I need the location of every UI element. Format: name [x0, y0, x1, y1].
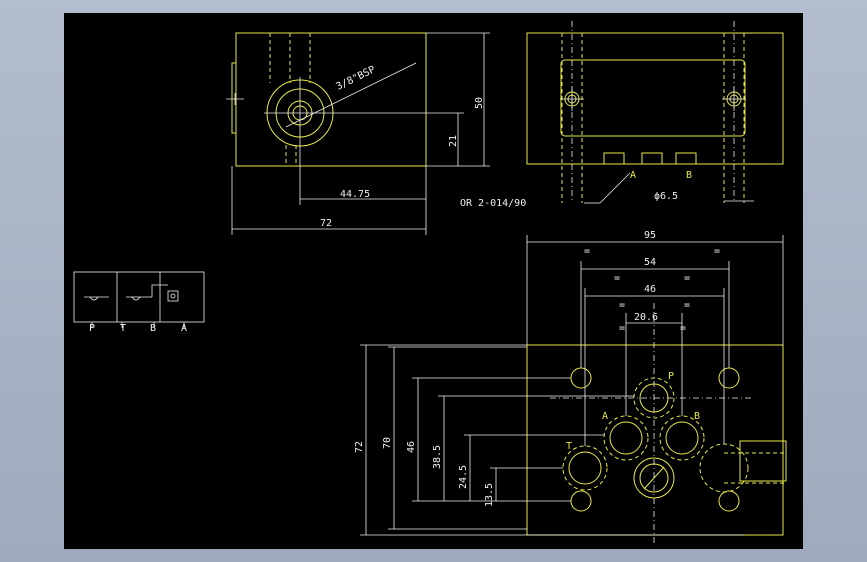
- dim-44-75: 44.75: [340, 189, 370, 200]
- vertical-dimensions: 72 70 46 38.5 24.5 13.5: [354, 344, 744, 536]
- port-b: B: [694, 411, 700, 422]
- cad-drawing: 3/8"BSP 50 21 44.75 72 OR 2-014/90: [73, 21, 787, 543]
- eq-206-right: =: [680, 323, 686, 334]
- dim-46-vertical: 46: [406, 441, 417, 453]
- eq-54-right: =: [684, 273, 690, 284]
- horizontal-dimensions: 95 = = 54 = = 46 = = 20.6 = =: [526, 230, 784, 446]
- side-port-b: B: [686, 170, 692, 181]
- phi-label: ϕ6.5: [654, 191, 678, 202]
- sym-p: P: [89, 323, 95, 334]
- sym-a: A: [181, 323, 187, 334]
- side-view: A B ϕ6.5: [526, 21, 784, 204]
- port-t: T: [566, 441, 572, 452]
- dim-38-5: 38.5: [432, 445, 443, 469]
- dim-72-bottom: 72: [354, 441, 365, 453]
- side-port-a: A: [630, 170, 636, 181]
- hydraulic-symbol: P T B A: [73, 271, 205, 334]
- dim-20-6: 20.6: [634, 312, 658, 323]
- eq-46-left: =: [619, 300, 625, 311]
- dim-21: 21: [448, 135, 459, 147]
- sym-t: T: [120, 323, 126, 334]
- eq-206-left: =: [619, 323, 625, 334]
- eq-46-right: =: [684, 300, 690, 311]
- dim-72-front: 72: [320, 218, 332, 229]
- eq-54-left: =: [614, 273, 620, 284]
- thread-label: 3/8"BSP: [334, 64, 377, 92]
- port-a: A: [602, 411, 608, 422]
- sym-b: B: [150, 323, 156, 334]
- oring-label: OR 2-014/90: [460, 198, 526, 209]
- dim-46-horizontal: 46: [644, 284, 656, 295]
- front-view: 3/8"BSP 50 21 44.75 72: [226, 32, 490, 235]
- dim-13-5: 13.5: [484, 483, 495, 507]
- eq-95-right: =: [714, 246, 720, 257]
- dim-54: 54: [644, 257, 656, 268]
- dim-24-5: 24.5: [458, 465, 469, 489]
- dim-70: 70: [382, 437, 393, 449]
- eq-95-left: =: [584, 246, 590, 257]
- dim-50: 50: [474, 97, 485, 109]
- cad-drawing-viewport[interactable]: 3/8"BSP 50 21 44.75 72 OR 2-014/90: [64, 13, 803, 549]
- port-p: P: [668, 371, 674, 382]
- bottom-view: P A B T: [526, 303, 787, 543]
- dim-95: 95: [644, 230, 656, 241]
